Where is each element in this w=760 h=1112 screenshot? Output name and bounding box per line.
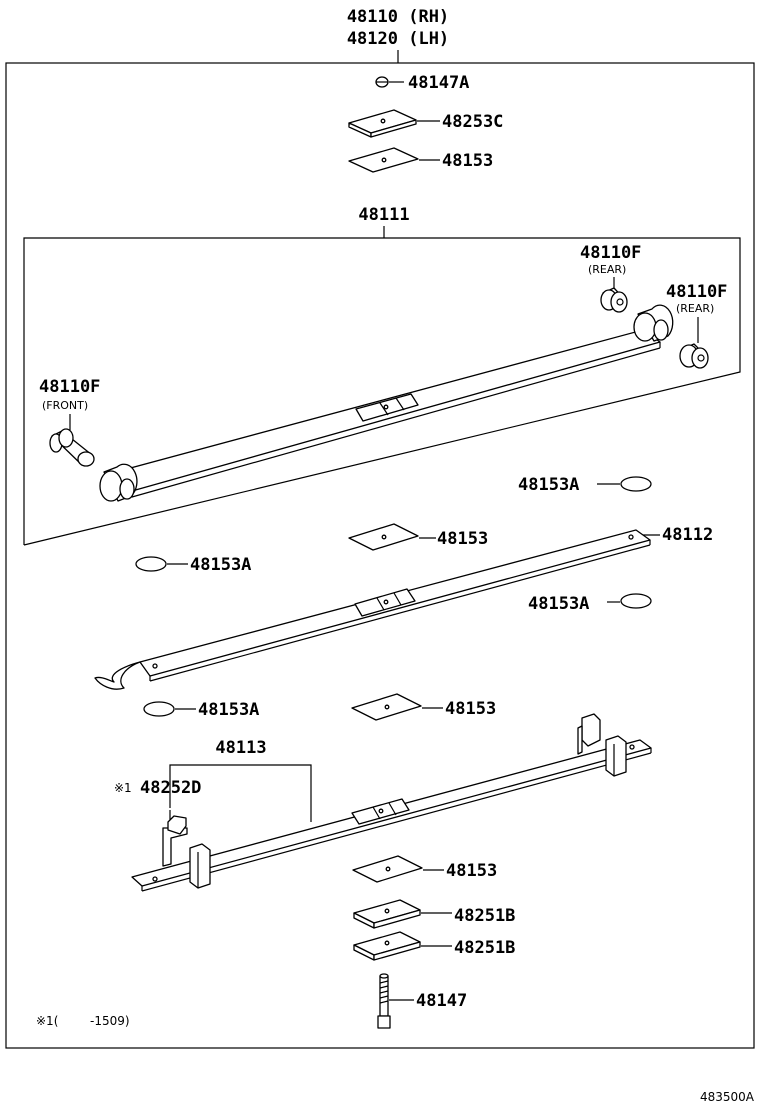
label-48147a: 48147A	[408, 73, 469, 93]
note-rear-1: (REAR)	[588, 263, 626, 276]
label-48110f-rear-2: 48110F	[666, 282, 727, 302]
disc-48153a-4	[143, 701, 175, 717]
label-48252d: 48252D	[140, 778, 201, 798]
leaf-48113	[131, 713, 652, 892]
label-48153-mid: 48153	[437, 529, 488, 549]
main-leaf-48111	[99, 304, 674, 502]
label-48251b-1: 48251B	[454, 906, 515, 926]
label-48153-bot: 48153	[446, 861, 497, 881]
disc-48153a-3	[620, 593, 652, 609]
part-number-lh: 48120 (LH)	[347, 29, 449, 49]
label-48147: 48147	[416, 991, 467, 1011]
label-48251b-2: 48251B	[454, 938, 515, 958]
part-number-rh: 48110 (RH)	[347, 7, 449, 27]
label-48113: 48113	[215, 738, 266, 758]
pad-48153-top	[348, 147, 440, 173]
label-48153a-4: 48153A	[198, 700, 259, 720]
label-48153-low: 48153	[445, 699, 496, 719]
disc-48153a-1	[620, 476, 652, 492]
label-48153-top: 48153	[442, 151, 493, 171]
bushing-rear-1	[600, 287, 628, 313]
frame-48111	[23, 237, 741, 546]
bushing-rear-2	[679, 343, 709, 369]
ref-mark-48252d: ※1	[114, 781, 132, 795]
pad-48153-low	[351, 693, 443, 721]
pad-48153-mid	[348, 523, 436, 551]
leaf-48112	[94, 529, 651, 690]
label-48111: 48111	[358, 205, 409, 225]
label-48110f-rear-1: 48110F	[580, 243, 641, 263]
label-48153a-1: 48153A	[518, 475, 579, 495]
bolt-48147	[377, 973, 414, 1029]
note-front: (FRONT)	[42, 399, 88, 412]
plate-48253c	[348, 109, 440, 138]
figure-code: 483500A	[700, 1090, 755, 1104]
disc-48153a-2	[135, 556, 167, 572]
label-48110f-front: 48110F	[39, 377, 100, 397]
note-rear-2: (REAR)	[676, 302, 714, 315]
footnote-mark: ※1(	[36, 1014, 58, 1028]
outer-frame	[5, 62, 755, 1049]
label-48253c: 48253C	[442, 112, 503, 132]
nut-48147a	[375, 76, 404, 88]
pad-48153-bot	[352, 855, 444, 883]
label-48153a-2: 48153A	[190, 555, 251, 575]
bushing-front	[49, 428, 95, 467]
footnote-range: -1509)	[90, 1014, 130, 1028]
plate-48251b-1	[353, 899, 452, 929]
label-48112: 48112	[662, 525, 713, 545]
label-48153a-3: 48153A	[528, 594, 589, 614]
plate-48251b-2	[353, 931, 452, 961]
